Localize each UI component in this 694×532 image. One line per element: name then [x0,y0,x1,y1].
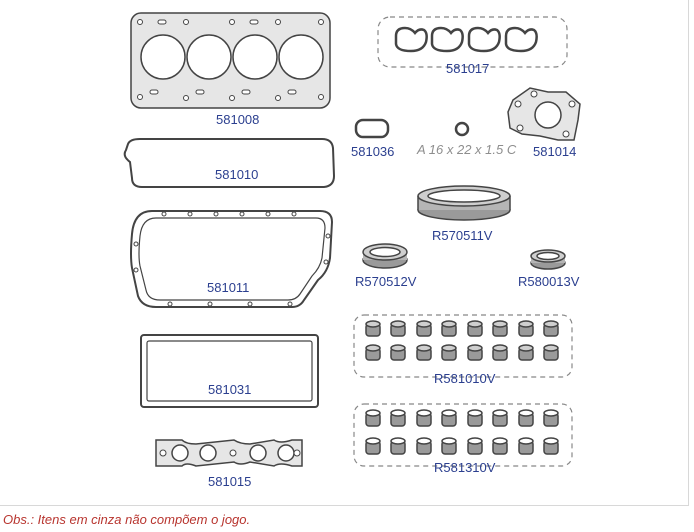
label-head-gasket: 581008 [216,112,260,127]
rear-seal-drawing [417,185,511,221]
label-cam-seal: R580013V [518,274,580,289]
valve-stem-seals-a-drawing [353,314,573,378]
label-plug-gasket: 581036 [351,144,395,159]
label-water-pump-gasket: 581014 [533,144,577,159]
label-valve-cover-gasket: 581010 [215,167,259,182]
frame-right-border [688,0,689,505]
oil-pan-gasket-drawing [130,210,334,308]
water-pump-gasket-drawing [507,87,581,141]
rocker-cover-gasket-drawing [140,334,319,408]
label-valve-stem-seals-a: R581010V [434,371,496,386]
label-rear-seal: R570511V [432,228,493,243]
footer-note: Obs.: Itens em cinza não compõem o jogo. [3,512,251,527]
head-gasket-drawing [130,12,331,109]
valve-cover-gasket-drawing [123,138,336,188]
label-rocker-cover-gasket: 581031 [208,382,252,397]
label-grey-ring-note: A 16 x 22 x 1.5 C [417,142,517,157]
cam-seal-drawing [530,249,566,270]
front-seal-drawing [362,243,408,269]
valve-stem-seals-b-drawing [353,403,573,467]
label-exhaust-gasket: 581015 [208,474,252,489]
exhaust-gasket-drawing [155,439,303,467]
label-oil-pan-gasket: 581011 [207,280,250,295]
label-valve-stem-seals-b: R581310V [434,460,496,475]
intake-gaskets-drawing [377,16,568,68]
o-ring-drawing [454,121,470,137]
label-intake-gaskets: 581017 [446,61,490,76]
frame-bottom-border [0,505,689,506]
plug-gasket-drawing [354,118,390,139]
label-front-seal: R570512V [355,274,417,289]
